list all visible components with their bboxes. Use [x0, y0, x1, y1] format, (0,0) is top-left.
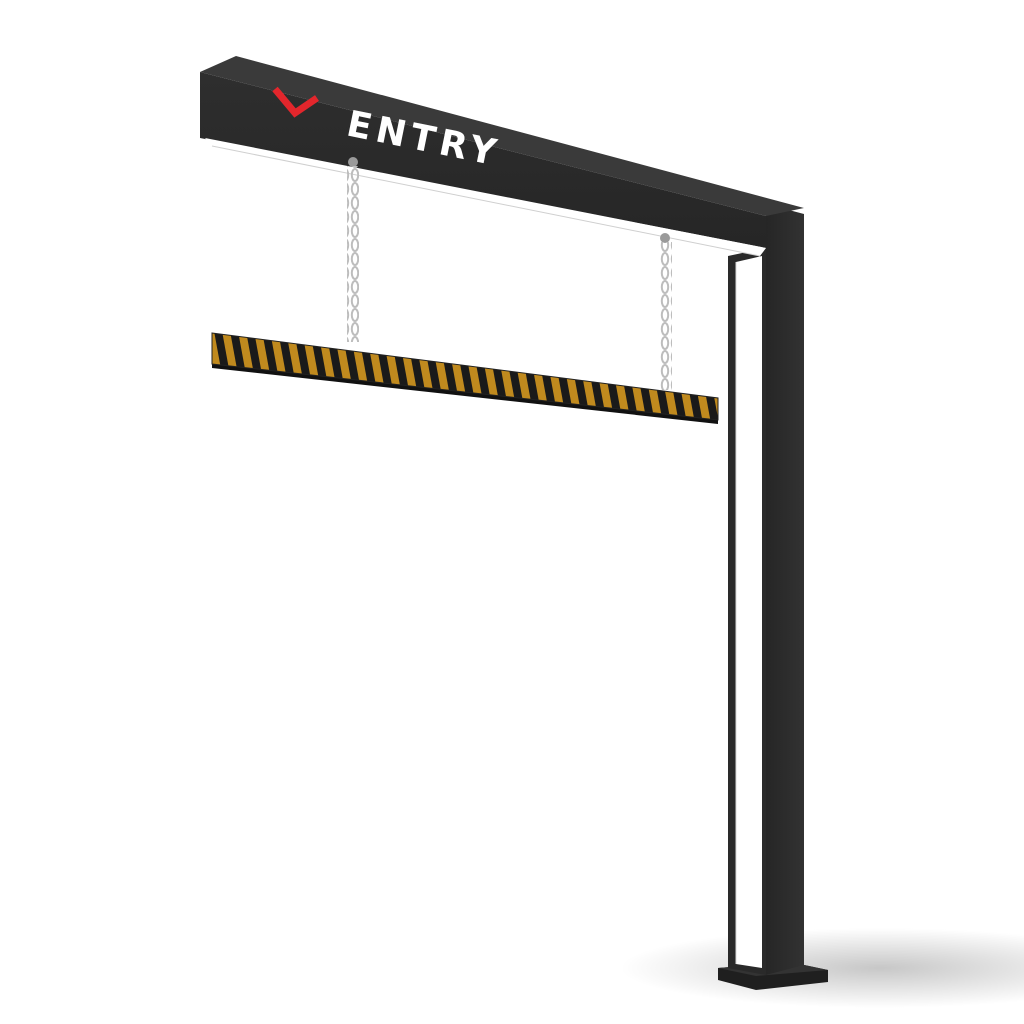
- hazard-stripe: [580, 333, 610, 420]
- hazard-stripe: [612, 333, 642, 420]
- hazard-stripe: [276, 333, 306, 420]
- hazard-stripe: [180, 320, 210, 440]
- floor-shadow: [620, 928, 1024, 1008]
- hazard-stripe: [292, 333, 322, 420]
- hazard-stripe: [596, 333, 626, 420]
- beam-light-strip: [205, 138, 766, 256]
- hazard-stripe: [628, 333, 658, 420]
- vertical-post: [728, 204, 804, 975]
- post-light-panel: [736, 256, 762, 968]
- chevron-down-icon: [272, 86, 319, 118]
- chain-left: [347, 166, 359, 342]
- chain-right: [660, 242, 672, 390]
- chain-mount-left: [348, 157, 358, 167]
- chain-mount-right: [660, 233, 670, 243]
- horizontal-beam: [200, 56, 804, 257]
- hazard-stripe: [260, 333, 290, 420]
